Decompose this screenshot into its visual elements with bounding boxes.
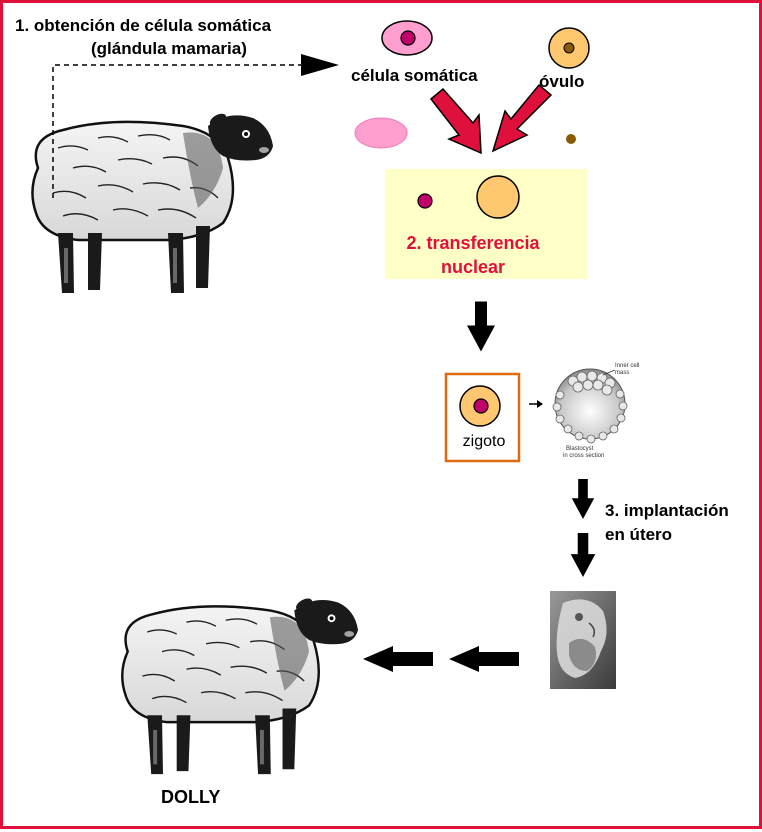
blastocyst-label-top-2: mass (615, 370, 630, 376)
arrow-down-3 (570, 533, 596, 577)
sheep-icon (31, 109, 275, 295)
red-arrow-right (491, 83, 553, 153)
blastocyst-label-bottom-1: Blastocyst (566, 446, 594, 452)
diagram-graphics (31, 20, 628, 776)
somatic-cell-label: célula somática (351, 66, 478, 85)
ovum-label: óvulo (539, 72, 585, 91)
step1-label-line2: (glándula mamaria) (91, 39, 247, 58)
dolly-label: DOLLY (161, 787, 221, 807)
arrow-down-2 (571, 479, 595, 519)
arrow-left-2 (363, 646, 433, 672)
ovum-icon (548, 27, 590, 69)
ovum-nucleus-icon (566, 134, 576, 144)
zygote-icon (459, 385, 501, 427)
sheep-icon (121, 594, 360, 776)
somatic-cytoplasm-icon (354, 117, 408, 149)
blastocyst-label-top-1: Inner cell (615, 363, 640, 369)
step2-label-line1: 2. transferencia (406, 233, 540, 253)
step1-label-line1: 1. obtención de célula somática (15, 16, 272, 35)
step3-label-line2: en útero (605, 525, 673, 544)
dashed-connector (52, 54, 339, 198)
somatic-cell-icon (381, 20, 433, 56)
zygote-label: zigoto (462, 433, 506, 450)
red-arrow-left (429, 87, 482, 155)
donor-nucleus-icon (417, 193, 433, 209)
embryo-icon (550, 591, 616, 689)
blastocyst-label-bottom-2: in cross section (563, 453, 605, 459)
blastocyst-icon (552, 368, 628, 444)
step3-label-line1: 3. implantación (605, 501, 729, 520)
arrow-down-1 (467, 301, 495, 352)
step2-label-line2: nuclear (440, 257, 506, 277)
small-arrow (529, 400, 543, 408)
arrow-left-1 (449, 646, 519, 672)
enucleated-ovum-icon (476, 175, 520, 219)
